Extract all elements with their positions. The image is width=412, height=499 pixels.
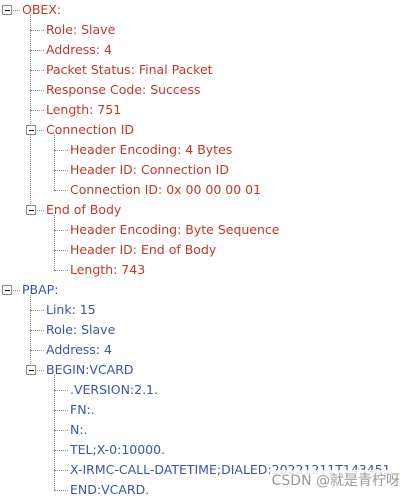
- tree-connector: [30, 370, 44, 371]
- tree-connector: [54, 410, 68, 411]
- tree-node-label: Connection ID: [46, 122, 135, 137]
- tree-guide-line: [54, 215, 55, 270]
- tree-connector: [54, 170, 68, 171]
- tree-node-label: Role: Slave: [46, 322, 116, 337]
- tree-guide-line: [30, 295, 31, 370]
- tree-node-label: Packet Status: Final Packet: [46, 62, 213, 77]
- tree-connector: [30, 50, 44, 51]
- tree-connector: [54, 250, 68, 251]
- tree-node-label: Header ID: End of Body: [70, 242, 217, 257]
- tree-node-label: END:VCARD.: [70, 482, 150, 497]
- tree-node-label: PBAP:: [22, 282, 59, 297]
- tree-connector: [30, 310, 44, 311]
- tree-node-label: Address: 4: [46, 42, 112, 57]
- tree-node-label: Header Encoding: Byte Sequence: [70, 222, 280, 237]
- collapse-toggle-icon[interactable]: [2, 5, 12, 15]
- tree-connector: [30, 110, 44, 111]
- tree-node-label: Connection ID: 0x 00 00 00 01: [70, 182, 262, 197]
- tree-connector: [54, 390, 68, 391]
- tree-connector: [54, 450, 68, 451]
- tree-connector: [54, 150, 68, 151]
- tree-node-label: Header ID: Connection ID: [70, 162, 229, 177]
- tree-guide-line: [54, 375, 55, 490]
- tree-connector: [6, 290, 20, 291]
- tree-connector: [30, 130, 44, 131]
- tree-node-label: BEGIN:VCARD: [46, 362, 134, 377]
- csdn-watermark: CSDN @就是青柠呀: [269, 470, 402, 490]
- collapse-toggle-icon[interactable]: [26, 365, 36, 375]
- tree-node-label: .VERSION:2.1.: [70, 382, 158, 397]
- tree-node-label: Role: Slave: [46, 22, 116, 37]
- collapse-toggle-icon[interactable]: [2, 285, 12, 295]
- tree-connector: [54, 230, 68, 231]
- tree-node-label: Address: 4: [46, 342, 112, 357]
- tree-connector: [30, 350, 44, 351]
- tree-connector: [54, 430, 68, 431]
- tree-node-label: TEL;X-0:10000.: [70, 442, 166, 457]
- collapse-toggle-icon[interactable]: [26, 205, 36, 215]
- tree-connector: [6, 10, 20, 11]
- tree-node-label: End of Body: [46, 202, 122, 217]
- tree-node-label: Length: 743: [70, 262, 146, 277]
- tree-connector: [30, 70, 44, 71]
- tree-connector: [30, 90, 44, 91]
- tree-node-label: Length: 751: [46, 102, 122, 117]
- collapse-toggle-icon[interactable]: [26, 125, 36, 135]
- tree-guide-line: [54, 135, 55, 190]
- tree-connector: [54, 270, 68, 271]
- tree-node-label: Link: 15: [46, 302, 96, 317]
- tree-connector: [54, 490, 68, 491]
- tree-guide-line: [30, 15, 31, 210]
- tree-connector: [30, 330, 44, 331]
- tree-node-label: Header Encoding: 4 Bytes: [70, 142, 233, 157]
- tree-node-label: FN:.: [70, 402, 95, 417]
- tree-node-label: OBEX:: [22, 2, 62, 17]
- tree-connector: [30, 210, 44, 211]
- tree-connector: [54, 190, 68, 191]
- tree-connector: [30, 30, 44, 31]
- tree-connector: [54, 470, 68, 471]
- tree-node-label: Response Code: Success: [46, 82, 201, 97]
- tree-node-label: N:.: [70, 422, 88, 437]
